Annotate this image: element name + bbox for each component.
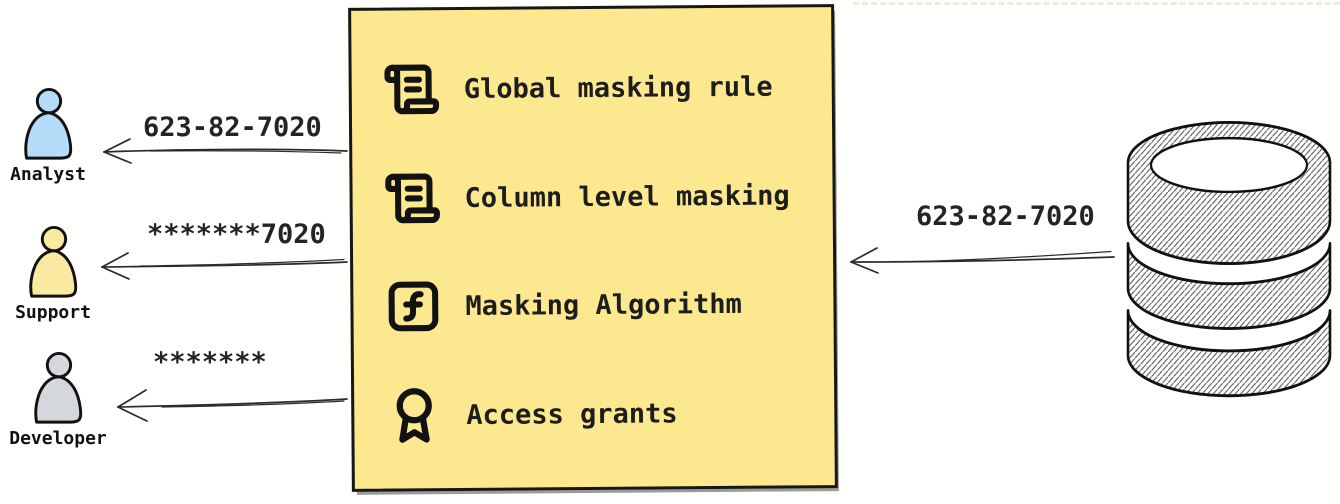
box-item-label: Global masking rule (463, 71, 773, 105)
database-icon (1126, 121, 1332, 398)
box-row-column-level-masking: Column level masking (352, 165, 832, 229)
flow-value-developer: ******* (153, 347, 267, 378)
flow-value-support: *******7020 (147, 219, 326, 250)
box-item-label: Access grants (466, 397, 678, 431)
person-icon (24, 88, 73, 160)
persona-name: Analyst (10, 164, 86, 185)
function-square-icon (388, 281, 439, 332)
award-icon (396, 388, 432, 443)
person-icon (34, 352, 83, 424)
box-row-global-masking-rule: Global masking rule (352, 56, 832, 120)
arrow-to-support (101, 252, 348, 280)
masking-policy-box: Global masking rule Column level masking… (348, 4, 838, 492)
flow-value-analyst: 623-82-7020 (143, 112, 322, 143)
box-item-label: Column level masking (464, 179, 790, 214)
persona-analyst: Analyst (0, 88, 96, 185)
persona-developer: Developer (9, 352, 107, 449)
persona-name: Support (15, 302, 91, 323)
person-icon (29, 226, 78, 298)
persona-name: Developer (9, 428, 107, 449)
arrow-to-analyst (103, 138, 348, 164)
box-row-masking-algorithm: Masking Algorithm (353, 273, 833, 337)
box-row-access-grants: Access grants (354, 382, 834, 446)
scroll-text-icon (384, 64, 440, 115)
persona-support: Support (5, 226, 101, 323)
scroll-text-icon (385, 173, 440, 224)
arrow-db-to-box (850, 247, 1115, 274)
top-dashed-line (853, 2, 1340, 5)
flow-value-source: 623-82-7020 (916, 201, 1095, 232)
arrow-to-developer (117, 389, 348, 422)
box-item-label: Masking Algorithm (465, 288, 742, 322)
